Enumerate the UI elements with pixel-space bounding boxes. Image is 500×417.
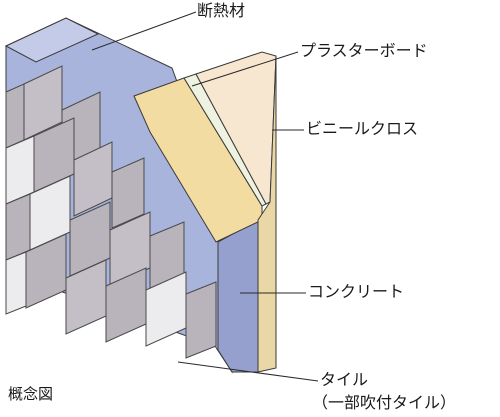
label-tile: タイル xyxy=(320,370,369,389)
leader-lines xyxy=(91,11,319,382)
concrete-layer-side xyxy=(217,219,259,373)
diagram-caption: 概念図 xyxy=(8,385,54,403)
tile-layer xyxy=(5,65,217,359)
label-insulation: 断熱材 xyxy=(197,1,246,20)
label-tile-note: （一部吹付タイル） xyxy=(312,393,457,412)
label-vinyl-cloth: ビニールクロス xyxy=(306,119,419,138)
label-concrete: コンクリート xyxy=(308,282,405,301)
concrete-layer-top xyxy=(4,17,100,63)
label-plaster-board: プラスターボード xyxy=(300,41,428,60)
